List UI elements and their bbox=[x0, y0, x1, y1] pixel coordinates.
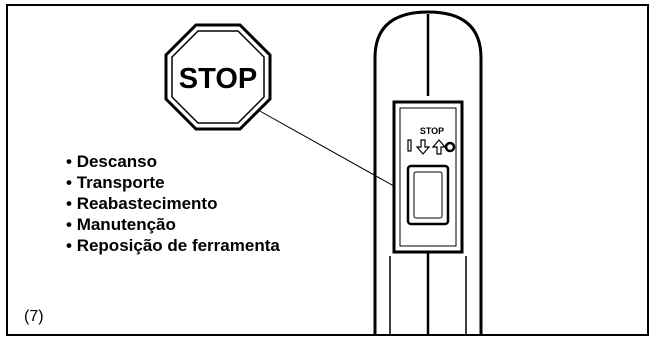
stop-sign-label: STOP bbox=[179, 63, 257, 95]
list-item: Manutenção bbox=[66, 214, 280, 235]
stop-sign: STOP bbox=[164, 23, 272, 131]
list-item: Transporte bbox=[66, 172, 280, 193]
switch-slider bbox=[406, 164, 450, 226]
figure-frame: STOP STOP Descanso Transpo bbox=[6, 4, 649, 336]
stop-conditions-list: Descanso Transporte Reabastecimento Manu… bbox=[66, 151, 280, 256]
tool-handle bbox=[373, 10, 483, 334]
figure-number: (7) bbox=[24, 308, 44, 325]
list-item: Reabastecimento bbox=[66, 193, 280, 214]
illustration: STOP STOP bbox=[164, 10, 483, 334]
list-item: Descanso bbox=[66, 151, 280, 172]
arrow-down-icon bbox=[415, 139, 431, 155]
arrow-up-icon bbox=[431, 139, 447, 155]
stop-switch-panel: STOP bbox=[392, 100, 464, 254]
switch-stop-label: STOP bbox=[420, 126, 444, 136]
on-mark-icon bbox=[407, 139, 412, 152]
list-item: Reposição de ferramenta bbox=[66, 235, 280, 256]
stop-circle-icon bbox=[444, 141, 456, 153]
